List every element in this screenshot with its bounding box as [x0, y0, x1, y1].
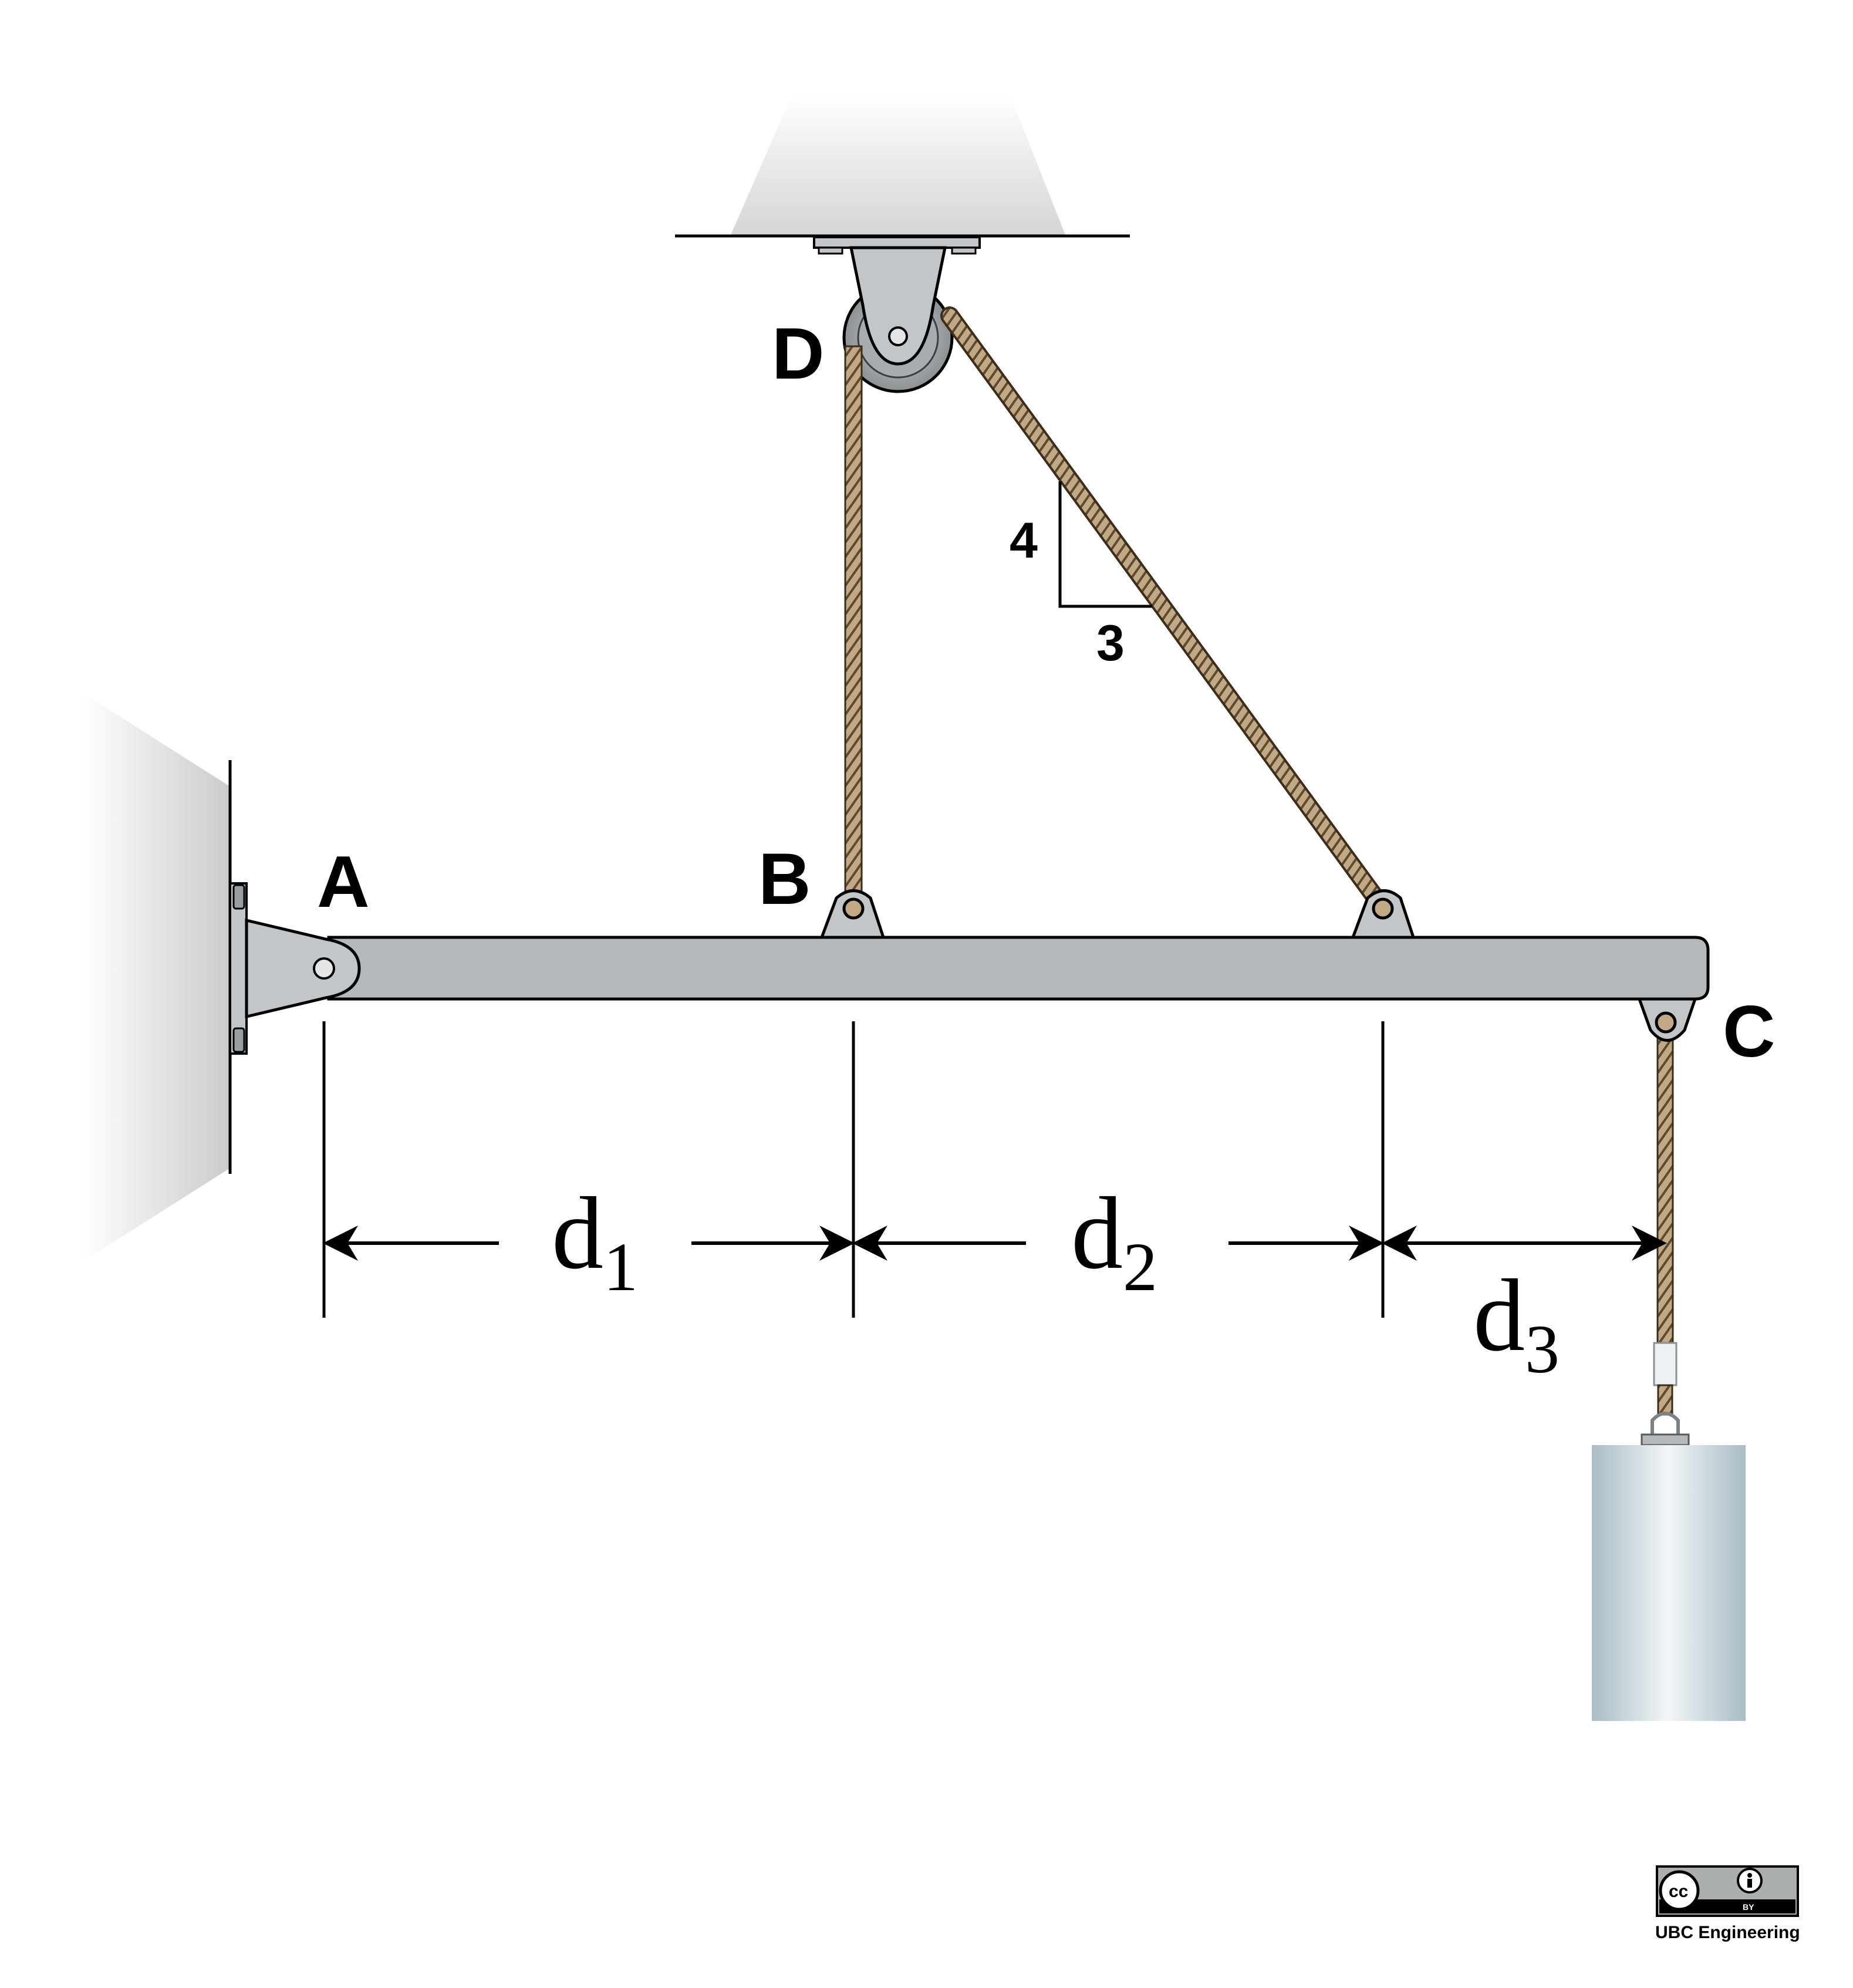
point-c-label: C: [1723, 991, 1776, 1072]
dimension-extension-lines: [322, 1021, 1385, 1318]
slope-triangle: [1058, 481, 1152, 608]
point-a-label: A: [317, 842, 370, 923]
bracket-a: [229, 882, 361, 1055]
ceiling: [675, 94, 1130, 255]
dimension-d1-label: d1: [552, 1176, 638, 1305]
slope-rise-label: 4: [1010, 512, 1038, 569]
point-d-label: D: [772, 313, 825, 394]
rope-bd: [844, 345, 863, 911]
credit-text: UBC Engineering: [1655, 1923, 1800, 1942]
point-b-label: B: [758, 839, 811, 920]
slope-run-label: 3: [1096, 615, 1125, 671]
dimension-d3-label: d3: [1473, 1258, 1560, 1388]
beam: [327, 936, 1710, 1001]
cc-logo-text: cc: [1669, 1882, 1688, 1901]
lug-c: [1637, 997, 1697, 1042]
pulley-d: [842, 246, 954, 393]
by-text: BY: [1743, 1902, 1754, 1912]
rope-d-to-beam: [940, 306, 1392, 916]
lug-rope-attach: [1351, 889, 1416, 939]
dimension-d2-label: d2: [1071, 1176, 1157, 1305]
wall: [82, 693, 232, 1262]
rope-c: [1653, 1020, 1678, 1416]
weight-block: [1592, 1412, 1746, 1721]
cc-by-badge: cc BY: [1656, 1865, 1799, 1917]
lug-b: [819, 889, 886, 939]
